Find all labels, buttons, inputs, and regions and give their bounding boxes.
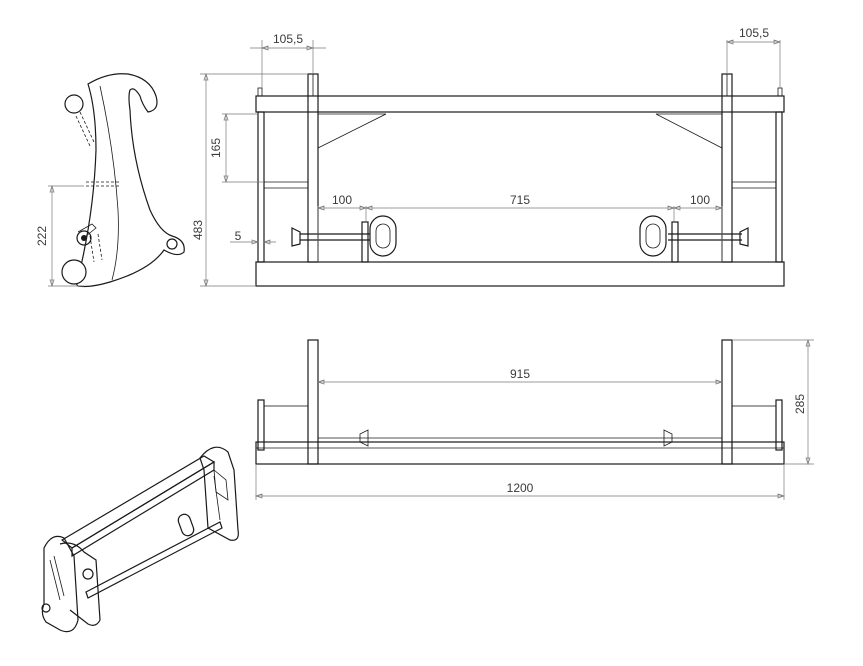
dim-5: 5 [235,229,242,243]
top-view: 915 285 1200 [254,338,814,500]
dim-1200: 1200 [507,481,534,495]
dim-105-5-right: 105,5 [739,26,769,40]
dim-222: 222 [35,226,49,246]
dim-483: 483 [191,220,205,240]
front-view: 105,5 105,5 165 483 5 100 715 100 [191,26,785,288]
dim-915: 915 [510,367,530,381]
side-view: 222 [35,73,185,288]
dim-100-left: 100 [332,193,352,207]
isometric-view [41,446,239,633]
dim-285: 285 [793,394,807,414]
dim-105-5-left: 105,5 [273,32,303,46]
dim-165: 165 [209,138,223,158]
dim-100-right: 100 [690,193,710,207]
dim-715: 715 [510,193,530,207]
